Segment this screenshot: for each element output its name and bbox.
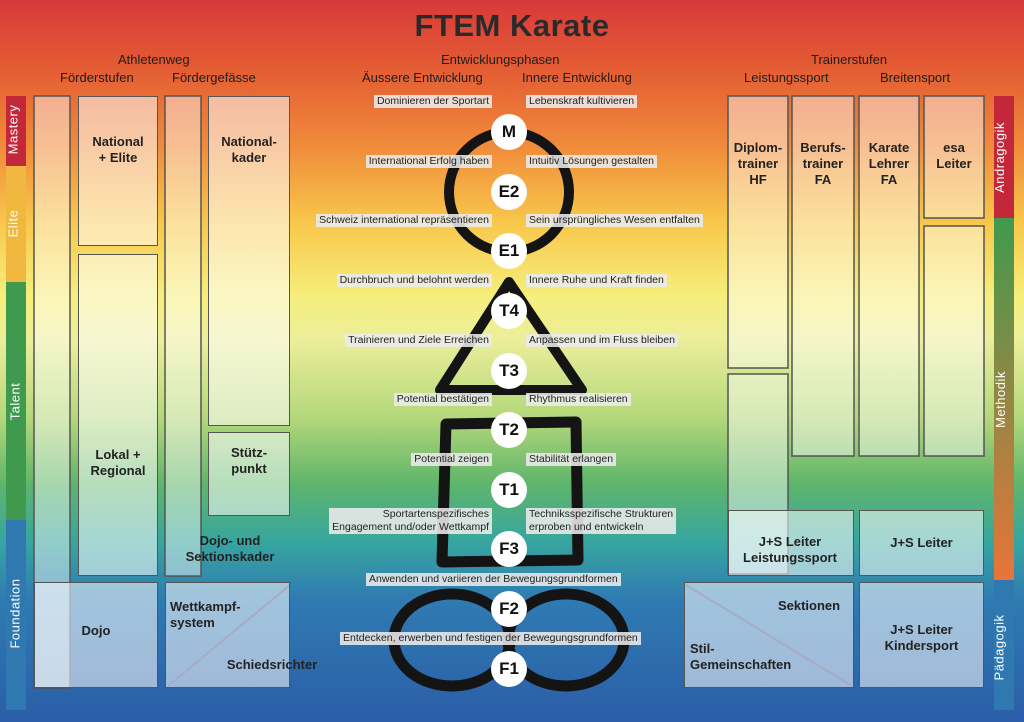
header-trainerstufen: Trainerstufen (811, 52, 888, 67)
phase-left-3: Schweiz international repräsentieren (316, 214, 492, 227)
esa-leiter-box (923, 95, 985, 219)
header-entwicklungsphasen: Entwicklungsphasen (441, 52, 560, 67)
phase-left-5: Trainieren und Ziele Erreichen (345, 334, 492, 347)
phase-right-2: Intuitiv Lösungen gestalten (526, 155, 657, 168)
side-label-talent: Talent (7, 382, 23, 421)
phase-right-5: Anpassen und im Fluss bleiben (526, 334, 678, 347)
phase-left-2: International Erfolg haben (365, 155, 492, 168)
phase-right-3: Sein ursprüngliches Wesen entfalten (526, 214, 703, 227)
label-stuetzpunkt: Stütz-punkt (230, 445, 268, 476)
header-aeussere: Äussere Entwicklung (362, 70, 483, 85)
side-andragogik (994, 96, 1014, 218)
box-lokal-regional (78, 254, 158, 576)
phase-right-4: Innere Ruhe und Kraft finden (526, 274, 667, 287)
label-lokal-regional: Lokal +Regional (90, 447, 146, 478)
node-f2: F2 (491, 591, 527, 627)
side-label-paedagogik: Pädagogik (991, 614, 1007, 681)
diplomtrainer-box (727, 95, 789, 369)
box-wettkampf (165, 582, 290, 688)
side-mastery (6, 96, 26, 166)
node-e2: E2 (491, 174, 527, 210)
label-wettkampfsystem: Wettkampf-system (170, 599, 241, 630)
box-js-leistungssport (728, 510, 854, 576)
node-m: M (491, 114, 527, 150)
node-e1: E1 (491, 233, 527, 269)
label-sektionen: Sektionen (777, 598, 841, 613)
phase-left-7: Potential zeigen (411, 453, 492, 466)
phase-right-6: Rhythmus realisieren (526, 393, 631, 406)
box-sektionen (684, 582, 854, 688)
header-breitensport: Breitensport (880, 70, 951, 85)
node-f3: F3 (491, 531, 527, 567)
phase-center-1: Anwenden und variieren der Bewegungsgrun… (366, 573, 621, 586)
phase-left-4: Durchbruch und belohnt werden (336, 274, 492, 287)
header-foerderstufen: Förderstufen (60, 70, 134, 85)
node-t1: T1 (491, 472, 527, 508)
box-stuetzpunkt (208, 432, 290, 516)
side-paedagogik (994, 580, 1014, 710)
node-t4: T4 (491, 293, 527, 329)
phase-left-6: Potential bestätigen (393, 393, 492, 406)
phase-right-1: Lebenskraft kultivieren (526, 95, 638, 108)
node-f1: F1 (491, 651, 527, 687)
side-label-mastery: Mastery (5, 104, 21, 155)
label-national-elite: National+ Elite (92, 134, 144, 165)
box-dojo (34, 582, 158, 688)
page-title: FTEM Karate (414, 8, 610, 43)
methodik-right-bar (923, 225, 985, 457)
side-talent (6, 282, 26, 520)
side-foundation (6, 520, 26, 710)
header-athletenweg: Athletenweg (118, 52, 190, 67)
side-label-methodik: Methodik (992, 371, 1008, 428)
side-label-andragogik: Andragogik (991, 122, 1007, 193)
side-label-foundation: Foundation (7, 578, 23, 649)
label-stil-gemeinschaften: Stil-Gemeinschaften (690, 641, 792, 672)
box-nationalkader (208, 96, 290, 426)
foerdergefaesse-outer-bar (164, 95, 202, 577)
node-t3: T3 (491, 353, 527, 389)
phase-left-1: Dominieren der Sportart (373, 95, 492, 108)
phase-center-2: Entdecken, erwerben und festigen der Bew… (340, 632, 641, 645)
box-js-kindersport (859, 582, 984, 688)
box-js-leiter (859, 510, 984, 576)
berufstrainer-box (791, 95, 855, 457)
karate-lehrer-box (858, 95, 920, 457)
side-methodik (994, 218, 1014, 580)
node-t2: T2 (491, 412, 527, 448)
box-national-elite (78, 96, 158, 246)
label-nationalkader: National-kader (221, 134, 277, 165)
phase-right-7: Stabilität erlangen (526, 453, 617, 466)
header-leistungssport: Leistungssport (744, 70, 829, 85)
label-schiedsrichter: Schiedsrichter (226, 657, 318, 672)
label-dojo: Dojo (81, 623, 111, 638)
header-foerdergefaesse: Fördergefässe (172, 70, 256, 85)
side-elite (6, 166, 26, 282)
label-js-leiter: J+S Leiter (890, 535, 953, 550)
side-label-elite: Elite (5, 209, 21, 238)
header-innere: Innere Entwicklung (522, 70, 632, 85)
